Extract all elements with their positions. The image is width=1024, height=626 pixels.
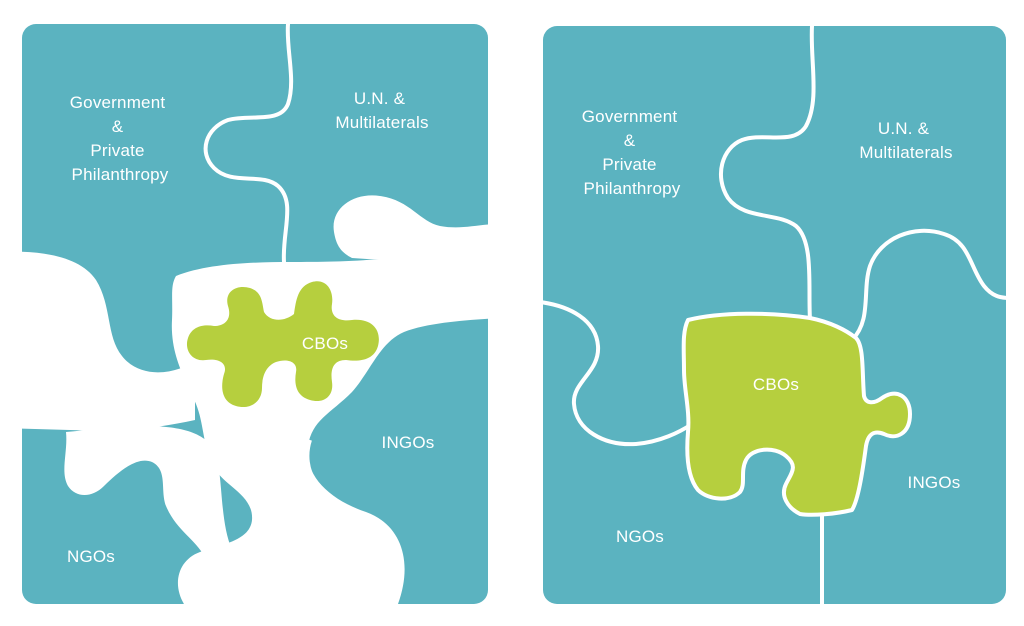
right-label-ingos: INGOs [908,473,961,492]
left-label-cbos: CBOs [302,334,348,353]
left-label-un-line1: U.N. & [354,89,406,108]
left-seam-gov-un [203,24,294,264]
right-label-government-line1: Government [582,107,678,126]
svg-text:U.N. & Multilaterals: U.N. & Multilaterals [859,119,952,162]
left-missing-piece-gap-notch [333,195,488,260]
left-ngos-notch-gap [64,426,256,604]
right-label-cbos: CBOs [753,375,799,394]
left-missing-piece-gap-west [22,251,195,431]
left-label-ingos: INGOs [382,433,435,452]
left-label-government-line4: Philanthropy [72,165,169,184]
right-label-government-line2: & [624,131,636,150]
left-label-government-line1: Government [70,93,166,112]
left-label-government-line2: & [112,117,124,136]
left-label-un-line2: Multilaterals [335,113,428,132]
right-seam-un-ingos [850,228,1006,342]
right-seam-gov-ngos [543,300,694,447]
right-label-un-line2: Multilaterals [859,143,952,162]
left-cbos-piece [186,281,379,408]
svg-text:Government & Priva: Government & Private Philanthropy [70,93,170,184]
left-label-ngos: NGOs [67,547,115,566]
left-puzzle-panel: Government & Private Philanthropy U.N. &… [22,24,488,604]
right-seam-gov-un [718,26,816,322]
right-label-un-line1: U.N. & [878,119,930,138]
right-label-government-line4: Philanthropy [584,179,681,198]
svg-text:U.N. & Multilaterals: U.N. & Multilaterals [335,89,428,132]
svg-text:Government & Priva: Government & Private Philanthropy [582,107,682,198]
left-seam-bottom [305,439,351,512]
right-cbos-piece [681,311,912,517]
right-label-government-line3: Private [602,155,656,174]
right-puzzle-panel: Government & Private Philanthropy U.N. &… [543,26,1006,604]
right-label-ngos: NGOs [616,527,664,546]
left-label-government-line3: Private [90,141,144,160]
